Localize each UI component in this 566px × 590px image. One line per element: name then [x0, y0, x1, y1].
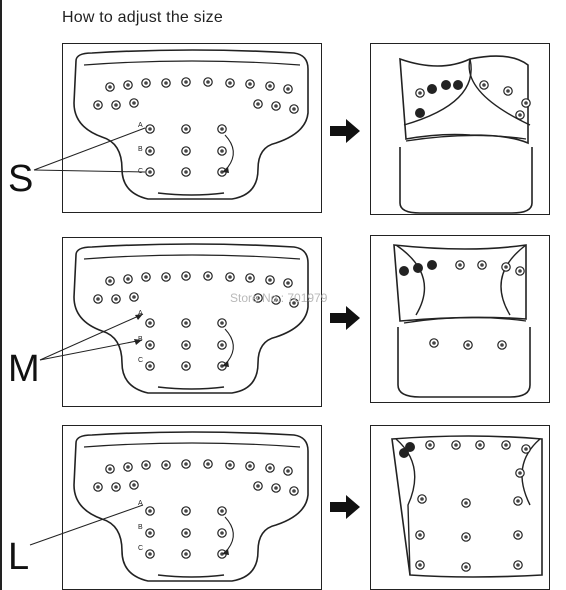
row-label-c-s: C: [138, 168, 144, 175]
row-label-c-m: C: [138, 357, 144, 364]
row-label-b-s: B: [138, 146, 143, 153]
store-watermark: Store No.: 701979: [230, 291, 328, 305]
row-label-b-l: B: [138, 524, 143, 531]
frame-m-closed-diaper: [370, 235, 550, 403]
frame-m-open-diaper: [62, 237, 322, 407]
frame-s-closed-diaper: [370, 43, 550, 215]
row-label-c-l: C: [138, 545, 144, 552]
row-label-b-m: B: [138, 336, 143, 343]
frame-s-open-diaper: [62, 43, 322, 213]
row-label-a-m: A: [138, 310, 143, 317]
size-label-l: L: [8, 536, 30, 578]
diagram-title: How to adjust the size: [62, 9, 223, 26]
size-label-m: M: [8, 348, 40, 390]
page-left-border: [0, 0, 2, 590]
row-label-a-s: A: [138, 122, 143, 129]
size-label-s: S: [8, 158, 34, 200]
row-label-a-l: A: [138, 500, 143, 507]
